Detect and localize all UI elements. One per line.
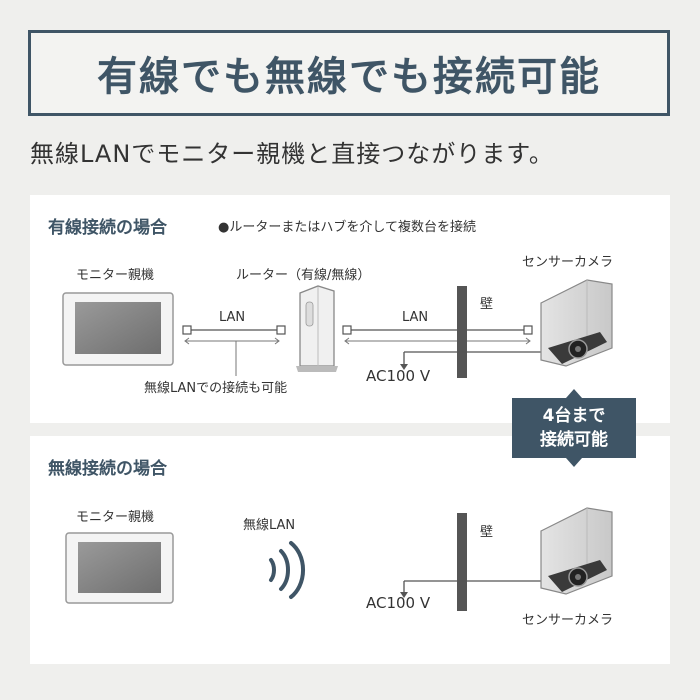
title-box: 有線でも無線でも接続可能: [28, 30, 670, 116]
wired-section-title: 有線接続の場合: [48, 218, 167, 238]
page-subtitle: 無線LANでモニター親機と直接つながります。: [30, 140, 554, 168]
badge-line-1: 4台まで: [542, 406, 606, 426]
wired-camera-label: センサーカメラ: [522, 255, 614, 270]
wired-note: ●ルーターまたはハブを介して複数台を接続: [218, 220, 476, 235]
wired-power-label: AC100 V: [366, 367, 431, 385]
page-title: 有線でも無線でも接続可能: [97, 54, 601, 100]
wired-wall-icon: [457, 286, 467, 378]
wireless-wall-icon: [457, 513, 467, 611]
wired-wall-label: 壁: [480, 297, 494, 312]
wired-camera-icon: [540, 279, 613, 367]
wireless-wall-label: 壁: [480, 525, 494, 540]
wlan-label: 無線LAN: [243, 518, 296, 533]
wireless-power-line-icon: [400, 580, 545, 598]
max-cameras-badge: 4台まで 接続可能: [512, 398, 636, 458]
wired-power-line-icon: [400, 351, 545, 370]
wireless-power-label: AC100 V: [366, 594, 431, 612]
router-icon: [296, 285, 338, 372]
wireless-monitor-label: モニター親機: [76, 510, 155, 525]
wired-monitor-label: モニター親機: [76, 268, 155, 283]
wifi-waves-icon: [269, 541, 306, 599]
wireless-camera-label: センサーカメラ: [522, 613, 614, 628]
lan-left-label: LAN: [219, 310, 246, 325]
badge-pointer-up-icon: [566, 389, 582, 398]
wireless-monitor-icon: [65, 532, 174, 604]
router-label: ルーター（有線/無線）: [236, 268, 371, 283]
lan-right-label: LAN: [402, 310, 429, 325]
lan-cable-right-icon: [342, 325, 533, 345]
wired-monitor-icon: [62, 292, 174, 366]
wireless-camera-icon: [540, 507, 613, 595]
wireless-lan-note: 無線LANでの接続も可能: [144, 381, 288, 396]
badge-line-2: 接続可能: [540, 430, 608, 450]
badge-pointer-down-icon: [566, 458, 582, 467]
wireless-section-title: 無線接続の場合: [48, 459, 167, 479]
lan-cable-left-icon: [182, 325, 286, 376]
